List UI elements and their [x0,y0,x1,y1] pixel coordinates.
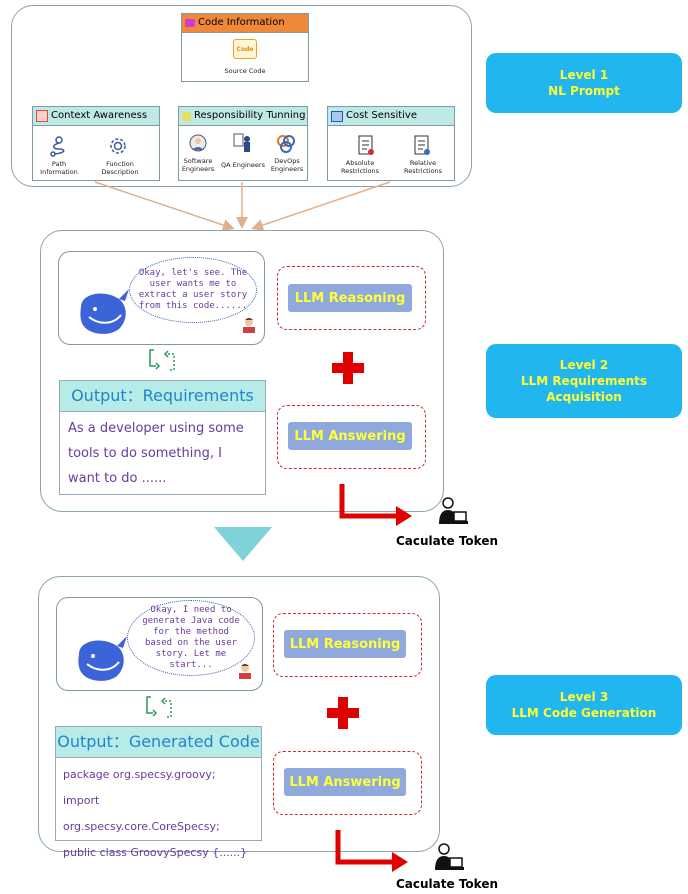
down-triangle-arrow [214,527,272,561]
devops-engineer-icon [277,135,295,153]
path-icon [50,136,65,157]
list-icon [36,110,48,122]
level3-thought-bubble: Okay, I need to generate Java code for t… [127,600,255,676]
context-awareness-header: Context Awareness [33,107,159,126]
level2-output-box: Output：Requirements As a developer using… [59,380,266,495]
relative-restrictions-label: Relative Restrictions [403,159,443,175]
level2-output-text: As a developer using some tools to do so… [68,421,244,486]
level1-badge-line1: Level 1 [559,68,609,82]
level2-red-arrow [339,484,412,526]
absolute-restrictions-label: Absolute Restrictions [340,159,380,175]
devops-engineers-label: DevOps Engineers [270,157,304,173]
level3-output-title: Output：Generated Code [56,727,261,758]
whale-icon [78,636,127,681]
qa-engineer-icon [233,133,250,152]
level2-answering-frame [277,405,426,469]
level3-reasoning-frame [273,613,422,677]
code-info-title: Code Information [198,17,285,28]
level3-output-box: Output：Generated Code package org.specsy… [55,726,262,859]
code-line: package org.specsy.groovy; [63,768,216,781]
level3-calculate-token: Caculate Token [396,877,498,891]
level2-badge: Level 2 LLM Requirements Acquisition [486,344,682,418]
level3-answering-frame [273,751,422,815]
level2-llm-reasoning: LLM Reasoning [288,284,412,312]
cost-sensitive-header: Cost Sensitive [328,107,454,126]
code-information-header: Code Information [182,14,308,33]
responsibility-tunning-title: Responsibility Tunning [194,110,306,121]
relative-document-icon [414,135,430,155]
code-file-icon: Code [233,39,257,59]
level2-llm-answering: LLM Answering [288,422,412,450]
level2-reasoning-frame [277,266,426,330]
level2-output-title: Output：Requirements [60,381,265,412]
level3-user-avatar [239,664,251,679]
level3-code-lines: package org.specsy.groovy; import org.sp… [56,758,261,870]
level1-badge-line2: NL Prompt [548,84,620,98]
code-line: public class GroovySpecsy {......} [63,846,248,859]
level3-badge-line2: LLM Code Generation [511,706,657,720]
gear-icon [110,138,126,154]
level2-badge-line1: Level 2 [559,358,609,372]
level1-badge: Level 1 NL Prompt [486,53,682,113]
level3-red-arrow [335,830,408,872]
cost-sensitive-box: Cost Sensitive Absolute Restrictions Rel… [327,106,455,181]
merge-arrows [94,181,391,231]
code-information-box: Code Information Code Source Code [181,13,309,82]
level2-user-avatar [243,318,255,333]
path-information-label: Path Information [40,160,78,176]
level2-cycle-icon [149,349,175,371]
whale-icon [80,289,129,334]
code-line: import org.specsy.core.CoreSpecsy; [63,794,220,833]
code-info-icon [185,19,195,27]
absolute-document-icon [358,135,374,155]
context-awareness-box: Context Awareness Path Information Funct… [32,106,160,181]
responsibility-tunning-header: Responsibility Tunning [179,107,307,126]
level2-plus-icon [332,352,364,384]
function-description-label: Function Description [101,160,139,176]
level3-cycle-icon [146,696,172,718]
context-awareness-title: Context Awareness [51,110,148,121]
qa-engineers-label: QA Engineers [221,161,265,169]
level3-badge: Level 3 LLM Code Generation [486,675,682,735]
software-engineers-label: Software Engineers [181,157,215,173]
person-icon [182,111,191,121]
level3-llm-reasoning: LLM Reasoning [284,630,406,658]
level3-developer-icon [435,843,464,870]
level2-developer-icon [439,497,468,524]
source-code-label: Source Code [224,67,266,75]
level3-badge-line1: Level 3 [559,690,609,704]
level2-badge-line3: Acquisition [546,390,622,404]
level2-thought-bubble: Okay, let's see. The user wants me to ex… [129,257,257,323]
cost-sensitive-title: Cost Sensitive [346,110,418,121]
level3-plus-icon [327,697,359,729]
responsibility-tunning-box: Responsibility Tunning Software Engineer… [178,106,308,181]
level2-badge-line2: LLM Requirements [520,374,648,388]
level3-llm-answering: LLM Answering [284,768,406,796]
software-engineer-icon [189,134,207,152]
monitor-icon [331,110,343,122]
level2-calculate-token: Caculate Token [396,534,498,548]
